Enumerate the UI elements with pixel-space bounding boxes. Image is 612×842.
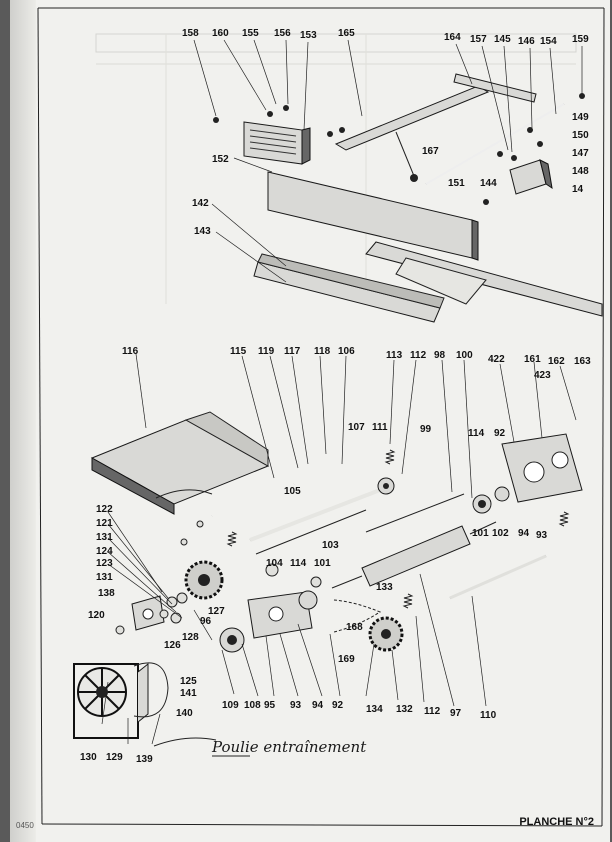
part-number: 110 [480, 710, 497, 721]
part-number: 116 [122, 346, 139, 357]
part-number: 124 [96, 546, 113, 557]
part-number: 14 [572, 184, 584, 195]
part-number: 151 [448, 178, 465, 189]
page-binding-edge [10, 0, 36, 842]
part-number: 115 [230, 346, 247, 357]
part-number: 423 [534, 370, 551, 381]
part-number: 155 [242, 28, 259, 39]
part-number: 163 [574, 356, 591, 367]
part-number: 102 [492, 528, 509, 539]
part-number: 157 [470, 34, 487, 45]
part-number: 118 [314, 346, 331, 357]
top-assembly [213, 73, 603, 323]
part-number: 105 [284, 486, 301, 497]
leader-lines [101, 39, 583, 745]
part-number: 99 [420, 424, 432, 435]
part-number: 149 [572, 112, 589, 123]
part-number: 129 [106, 752, 123, 763]
part-number: 167 [422, 146, 439, 157]
part-number-callouts: 158 160 155 156 153 165 164 157 145 146 … [80, 28, 591, 765]
part-number: 93 [536, 530, 548, 541]
part-number: 150 [572, 130, 589, 141]
part-number: 112 [424, 706, 441, 717]
show-through-text [95, 33, 577, 304]
part-number: 127 [208, 606, 225, 617]
part-number: 134 [366, 704, 383, 715]
part-number: 169 [338, 654, 355, 665]
part-number: 114 [290, 558, 307, 569]
part-number: 109 [222, 700, 239, 711]
part-number: 138 [98, 588, 115, 599]
part-number: 120 [88, 610, 105, 621]
plate-title: PLANCHE N°2 [519, 816, 594, 828]
part-number: 122 [96, 504, 113, 515]
part-number: 168 [346, 622, 363, 633]
part-number: 100 [456, 350, 473, 361]
part-number: 96 [200, 616, 212, 627]
part-number: 162 [548, 356, 565, 367]
part-number: 125 [180, 676, 197, 687]
part-number: 148 [572, 166, 589, 177]
part-number: 160 [212, 28, 229, 39]
part-number: 101 [314, 558, 331, 569]
part-number: 131 [96, 572, 113, 583]
part-number: 101 [472, 528, 489, 539]
part-number: 103 [322, 540, 339, 551]
part-number: 143 [194, 226, 211, 237]
part-number: 107 [348, 422, 365, 433]
part-number: 119 [258, 346, 275, 357]
part-number: 153 [300, 30, 317, 41]
part-number: 94 [518, 528, 530, 539]
part-number: 123 [96, 558, 113, 569]
part-number: 114 [468, 428, 485, 439]
part-number: 98 [434, 350, 446, 361]
part-number: 113 [386, 350, 403, 361]
part-number: 130 [80, 752, 97, 763]
part-number: 152 [212, 154, 229, 165]
part-number: 94 [312, 700, 324, 711]
part-number: 111 [372, 422, 388, 433]
part-number: 145 [494, 34, 511, 45]
part-number: 141 [180, 688, 197, 699]
part-number: 422 [488, 354, 505, 365]
part-number: 92 [332, 700, 344, 711]
part-number: 131 [96, 532, 113, 543]
lower-assembly [73, 520, 404, 739]
part-number: 108 [244, 700, 261, 711]
part-number: 139 [136, 754, 153, 765]
part-number: 106 [338, 346, 355, 357]
exploded-parts-diagram: 158 160 155 156 153 165 164 157 145 146 … [37, 7, 605, 827]
part-number: 159 [572, 34, 589, 45]
exploded-diagram-frame: 158 160 155 156 153 165 164 157 145 146 … [36, 4, 606, 830]
corner-code: 0450 [16, 821, 34, 830]
part-number: 121 [96, 518, 113, 529]
part-number: 140 [176, 708, 193, 719]
part-number: 156 [274, 28, 291, 39]
part-number: 126 [164, 640, 181, 651]
part-number: 128 [182, 632, 199, 643]
part-number: 104 [266, 558, 283, 569]
part-number: 92 [494, 428, 506, 439]
part-number: 93 [290, 700, 302, 711]
middle-assembly [90, 411, 583, 609]
part-number: 117 [284, 346, 301, 357]
part-number: 95 [264, 700, 276, 711]
part-number: 142 [192, 198, 209, 209]
part-number: 132 [396, 704, 413, 715]
handwritten-note: Poulie entraînement [211, 738, 367, 756]
part-number: 97 [450, 708, 462, 719]
part-number: 164 [444, 32, 461, 43]
part-number: 133 [376, 582, 393, 593]
part-number: 154 [540, 36, 557, 47]
part-number: 146 [518, 36, 535, 47]
part-number: 144 [480, 178, 497, 189]
part-number: 161 [524, 354, 541, 365]
part-number: 147 [572, 148, 589, 159]
part-number: 112 [410, 350, 427, 361]
part-number: 165 [338, 28, 355, 39]
part-number: 158 [182, 28, 199, 39]
